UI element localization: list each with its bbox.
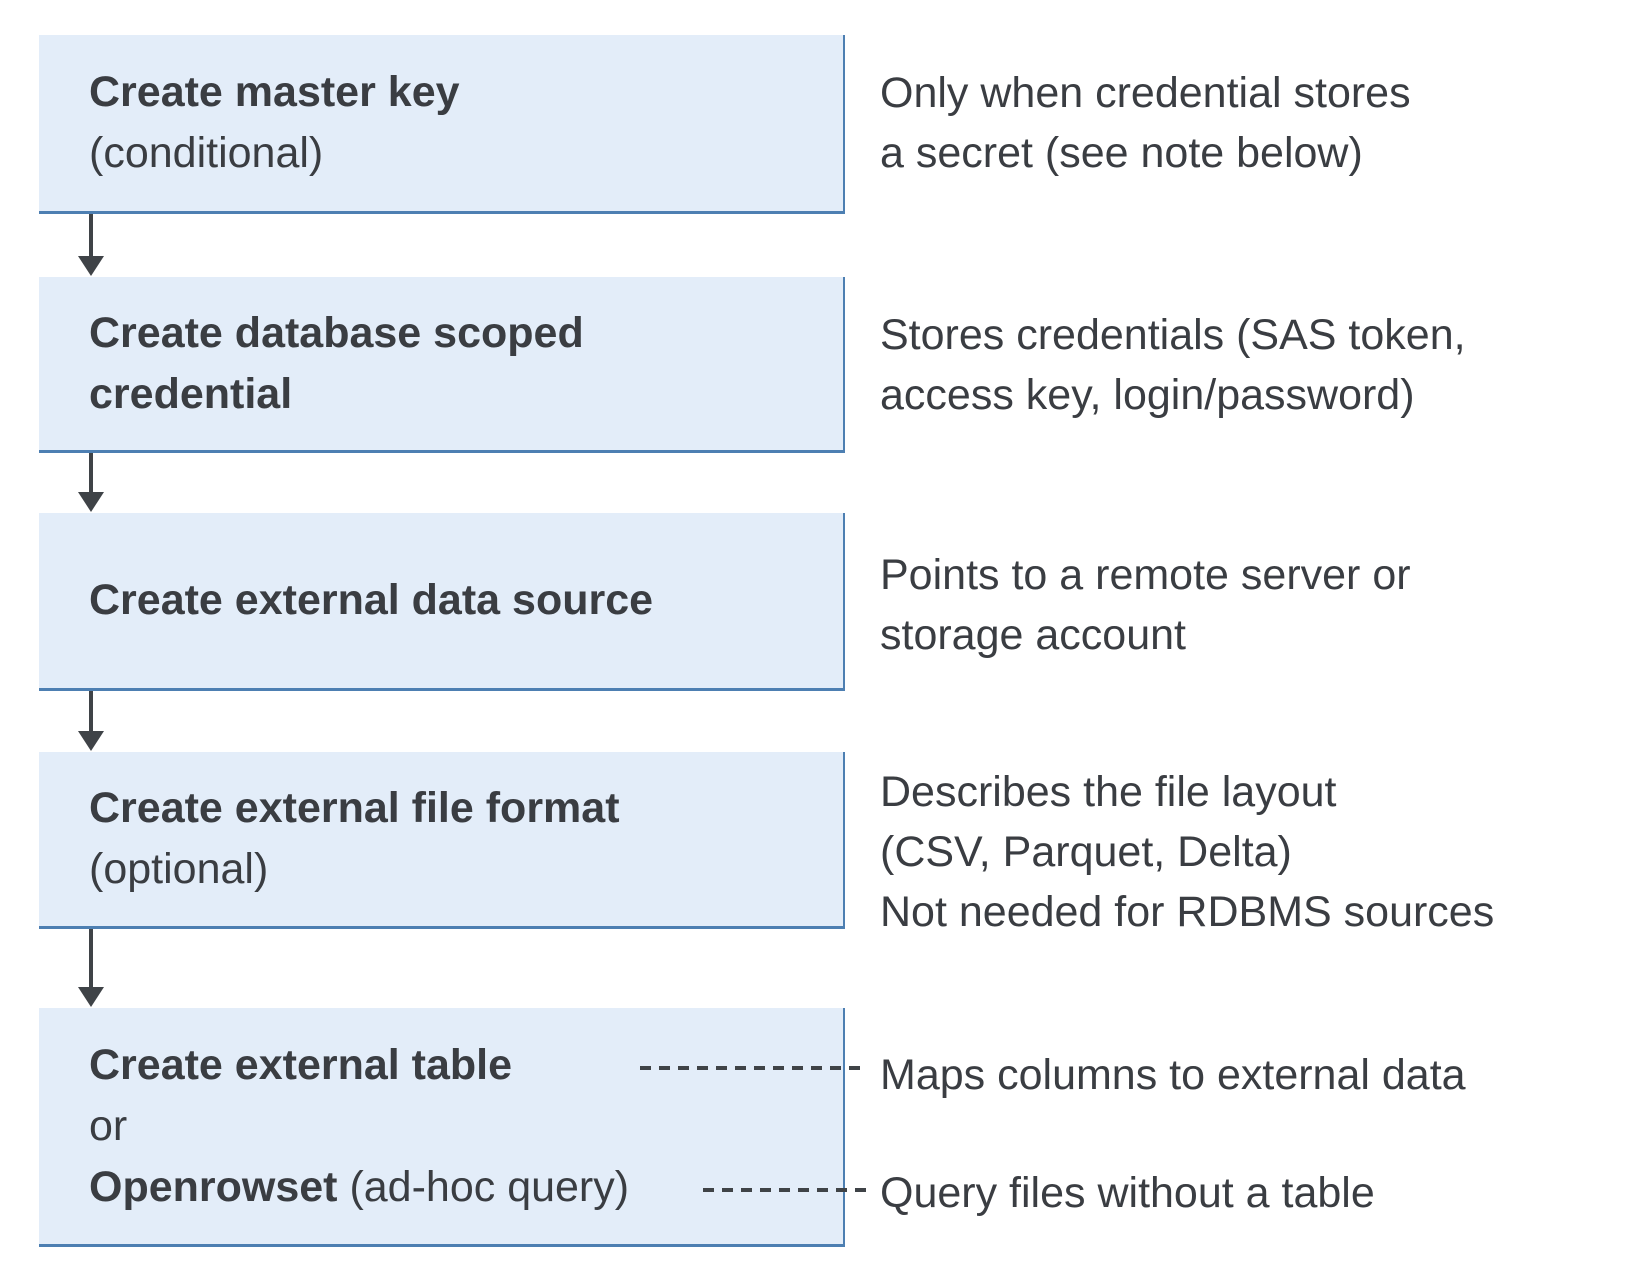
- arrow-head: [78, 256, 104, 276]
- flow-box-create-external-file-format: Create external file format (optional): [39, 752, 845, 929]
- arrow-stem: [89, 691, 93, 737]
- box-title: Create external data source: [89, 576, 654, 624]
- arrow-stem: [89, 214, 93, 262]
- annotation-line: Not needed for RDBMS sources: [880, 888, 1495, 936]
- annotation-line: Points to a remote server or: [880, 551, 1411, 599]
- down-arrow-icon: [78, 453, 105, 512]
- annotation-line: Only when credential stores: [880, 69, 1411, 117]
- box-title: Create database scoped: [89, 308, 584, 357]
- arrow-head: [78, 731, 104, 751]
- down-arrow-icon: [78, 691, 105, 751]
- annotation-file-format: Describes the file layout (CSV, Parquet,…: [880, 762, 1494, 942]
- annotation-data-source: Points to a remote server or storage acc…: [880, 545, 1411, 665]
- annotation-openrowset: Query files without a table: [880, 1163, 1375, 1223]
- arrow-head: [78, 492, 104, 512]
- annotation-line: Describes the file layout: [880, 768, 1337, 816]
- box-title: Create external table: [89, 1040, 513, 1089]
- box-subtitle: (optional): [89, 845, 269, 893]
- annotation-line: access key, login/password): [880, 371, 1415, 419]
- annotation-line: storage account: [880, 611, 1186, 659]
- dashed-connector-external-table: [640, 1066, 868, 1070]
- flow-box-create-master-key: Create master key (conditional): [39, 35, 845, 214]
- flow-box-create-external-data-source: Create external data source: [39, 513, 845, 691]
- annotation-line: (CSV, Parquet, Delta): [880, 828, 1292, 876]
- annotation-master-key: Only when credential stores a secret (se…: [880, 63, 1411, 183]
- box-subtitle: (conditional): [89, 129, 324, 177]
- annotation-credential: Stores credentials (SAS token, access ke…: [880, 305, 1466, 425]
- arrow-head: [78, 987, 104, 1007]
- annotation-line: Stores credentials (SAS token,: [880, 311, 1466, 359]
- down-arrow-icon: [78, 929, 105, 1007]
- box-title-line2: credential: [89, 369, 293, 418]
- annotation-line: a secret (see note below): [880, 129, 1363, 177]
- box-or-label: or: [89, 1101, 128, 1150]
- annotation-line: Maps columns to external data: [880, 1051, 1466, 1099]
- box-title-line3: Openrowset (ad-hoc query): [89, 1162, 630, 1211]
- arrow-stem: [89, 453, 93, 498]
- box-title: Create external file format: [89, 784, 620, 832]
- box-title: Create master key: [89, 68, 460, 116]
- annotation-line: Query files without a table: [880, 1169, 1375, 1217]
- flow-box-create-database-scoped-credential: Create database scoped credential: [39, 277, 845, 453]
- down-arrow-icon: [78, 214, 105, 276]
- dashed-connector-openrowset: [703, 1188, 868, 1192]
- flow-box-create-external-table-or-openrowset: Create external table or Openrowset (ad-…: [39, 1008, 845, 1247]
- arrow-stem: [89, 929, 93, 993]
- annotation-external-table: Maps columns to external data: [880, 1045, 1466, 1105]
